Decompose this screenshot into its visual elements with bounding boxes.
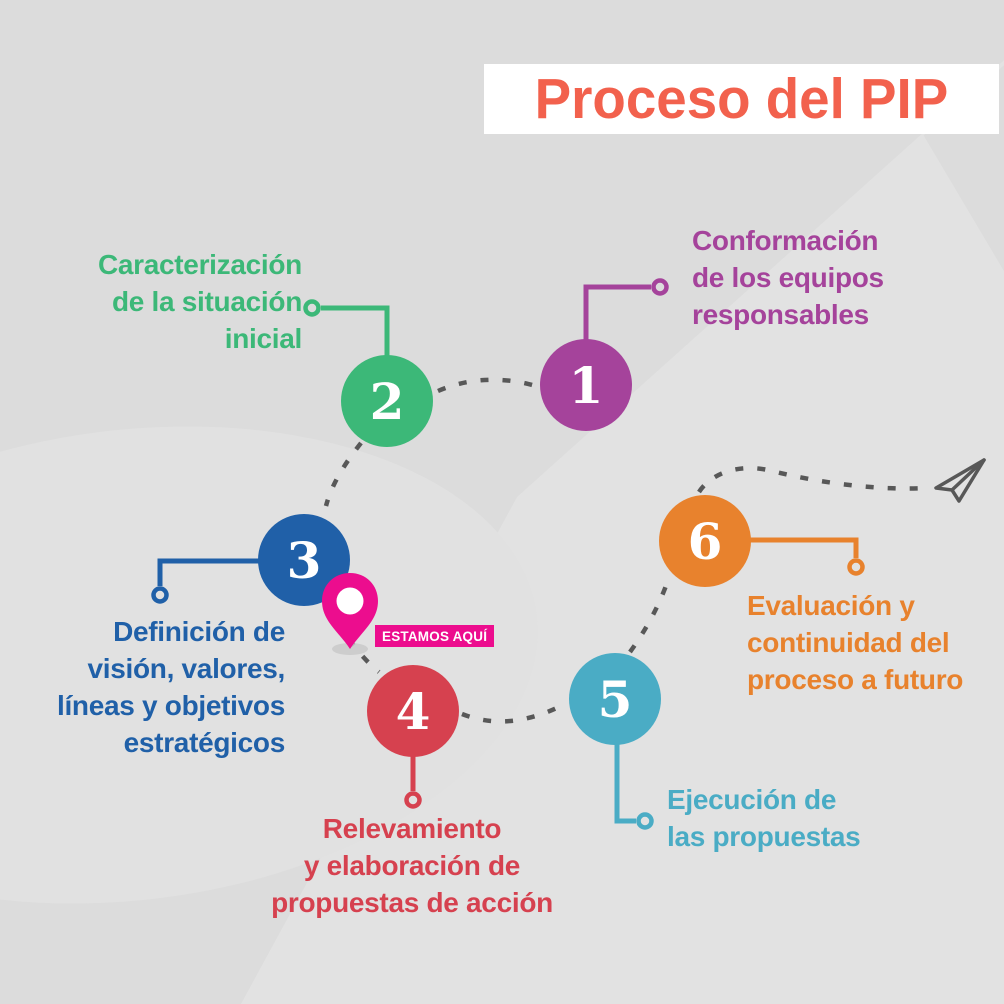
route-segment-6-arrow — [697, 465, 929, 494]
step-number-2: 2 — [369, 371, 405, 431]
step-label-3-line-1: Definición de — [113, 616, 285, 647]
step-circle-4: 4 — [367, 665, 459, 757]
step-label-2-line-3: inicial — [224, 323, 303, 354]
step-label-4: Relevamiento y elaboración de propuestas… — [262, 810, 562, 921]
route-segment-2-1 — [437, 377, 537, 394]
step-circle-5: 5 — [569, 653, 661, 745]
current-location-label: ESTAMOS AQUÍ — [382, 628, 488, 644]
step-label-5-line-2: las propuestas — [667, 821, 861, 852]
step-label-3-line-4: estratégicos — [123, 727, 286, 758]
step-number-6: 6 — [687, 511, 723, 571]
step-label-1-line-2: de los equipos — [692, 262, 884, 293]
route-segment-2-3 — [323, 441, 363, 507]
pin-inner-dot — [336, 587, 364, 615]
current-location-badge: ESTAMOS AQUÍ — [375, 625, 495, 647]
step-number-3: 3 — [286, 530, 322, 590]
step-label-3: Definición de visión, valores, líneas y … — [30, 613, 285, 761]
step-label-4-line-3: propuestas de acción — [271, 887, 553, 918]
step-circle-1: 1 — [540, 339, 632, 431]
step-number-5: 5 — [597, 669, 633, 729]
step-label-5: Ejecución de las propuestas — [667, 781, 907, 855]
connector-step-1 — [583, 278, 669, 348]
step-circle-2: 2 — [341, 355, 433, 447]
step-label-2: Caracterización de la situación inicial — [30, 246, 302, 357]
step-label-3-line-2: visión, valores, — [87, 653, 285, 684]
step-connectors — [151, 278, 865, 830]
page-title: Proceso del PIP — [534, 67, 949, 131]
route-segment-5-6 — [628, 579, 671, 654]
step-label-1: Conformación de los equipos responsables — [692, 222, 932, 333]
connector-step-5 — [614, 742, 654, 830]
connector-step-4 — [404, 753, 422, 809]
step-label-1-line-3: responsables — [692, 299, 869, 330]
paper-plane-icon — [934, 458, 986, 503]
step-label-5-line-1: Ejecución de — [667, 784, 837, 815]
step-label-2-line-2: de la situación — [112, 286, 302, 317]
step-label-6-line-1: Evaluación y — [747, 590, 915, 621]
title-banner: Proceso del PIP — [484, 64, 999, 134]
step-label-4-line-2: y elaboración de — [303, 850, 521, 881]
connector-step-2 — [303, 299, 390, 358]
step-label-1-line-1: Conformación — [692, 225, 879, 256]
step-circle-6: 6 — [659, 495, 751, 587]
step-label-4-line-1: Relevamiento — [322, 813, 502, 844]
step-number-4: 4 — [395, 681, 431, 741]
step-label-6-line-3: proceso a futuro — [747, 664, 964, 695]
step-number-1: 1 — [568, 355, 604, 415]
connector-step-3 — [151, 558, 262, 604]
connector-step-6 — [750, 537, 865, 576]
step-label-6: Evaluación y continuidad del proceso a f… — [747, 587, 987, 698]
step-label-6-line-2: continuidad del — [747, 627, 950, 658]
route-segment-4-5 — [461, 703, 562, 724]
step-label-2-line-1: Caracterización — [97, 249, 302, 280]
step-label-3-line-3: líneas y objetivos — [56, 690, 285, 721]
